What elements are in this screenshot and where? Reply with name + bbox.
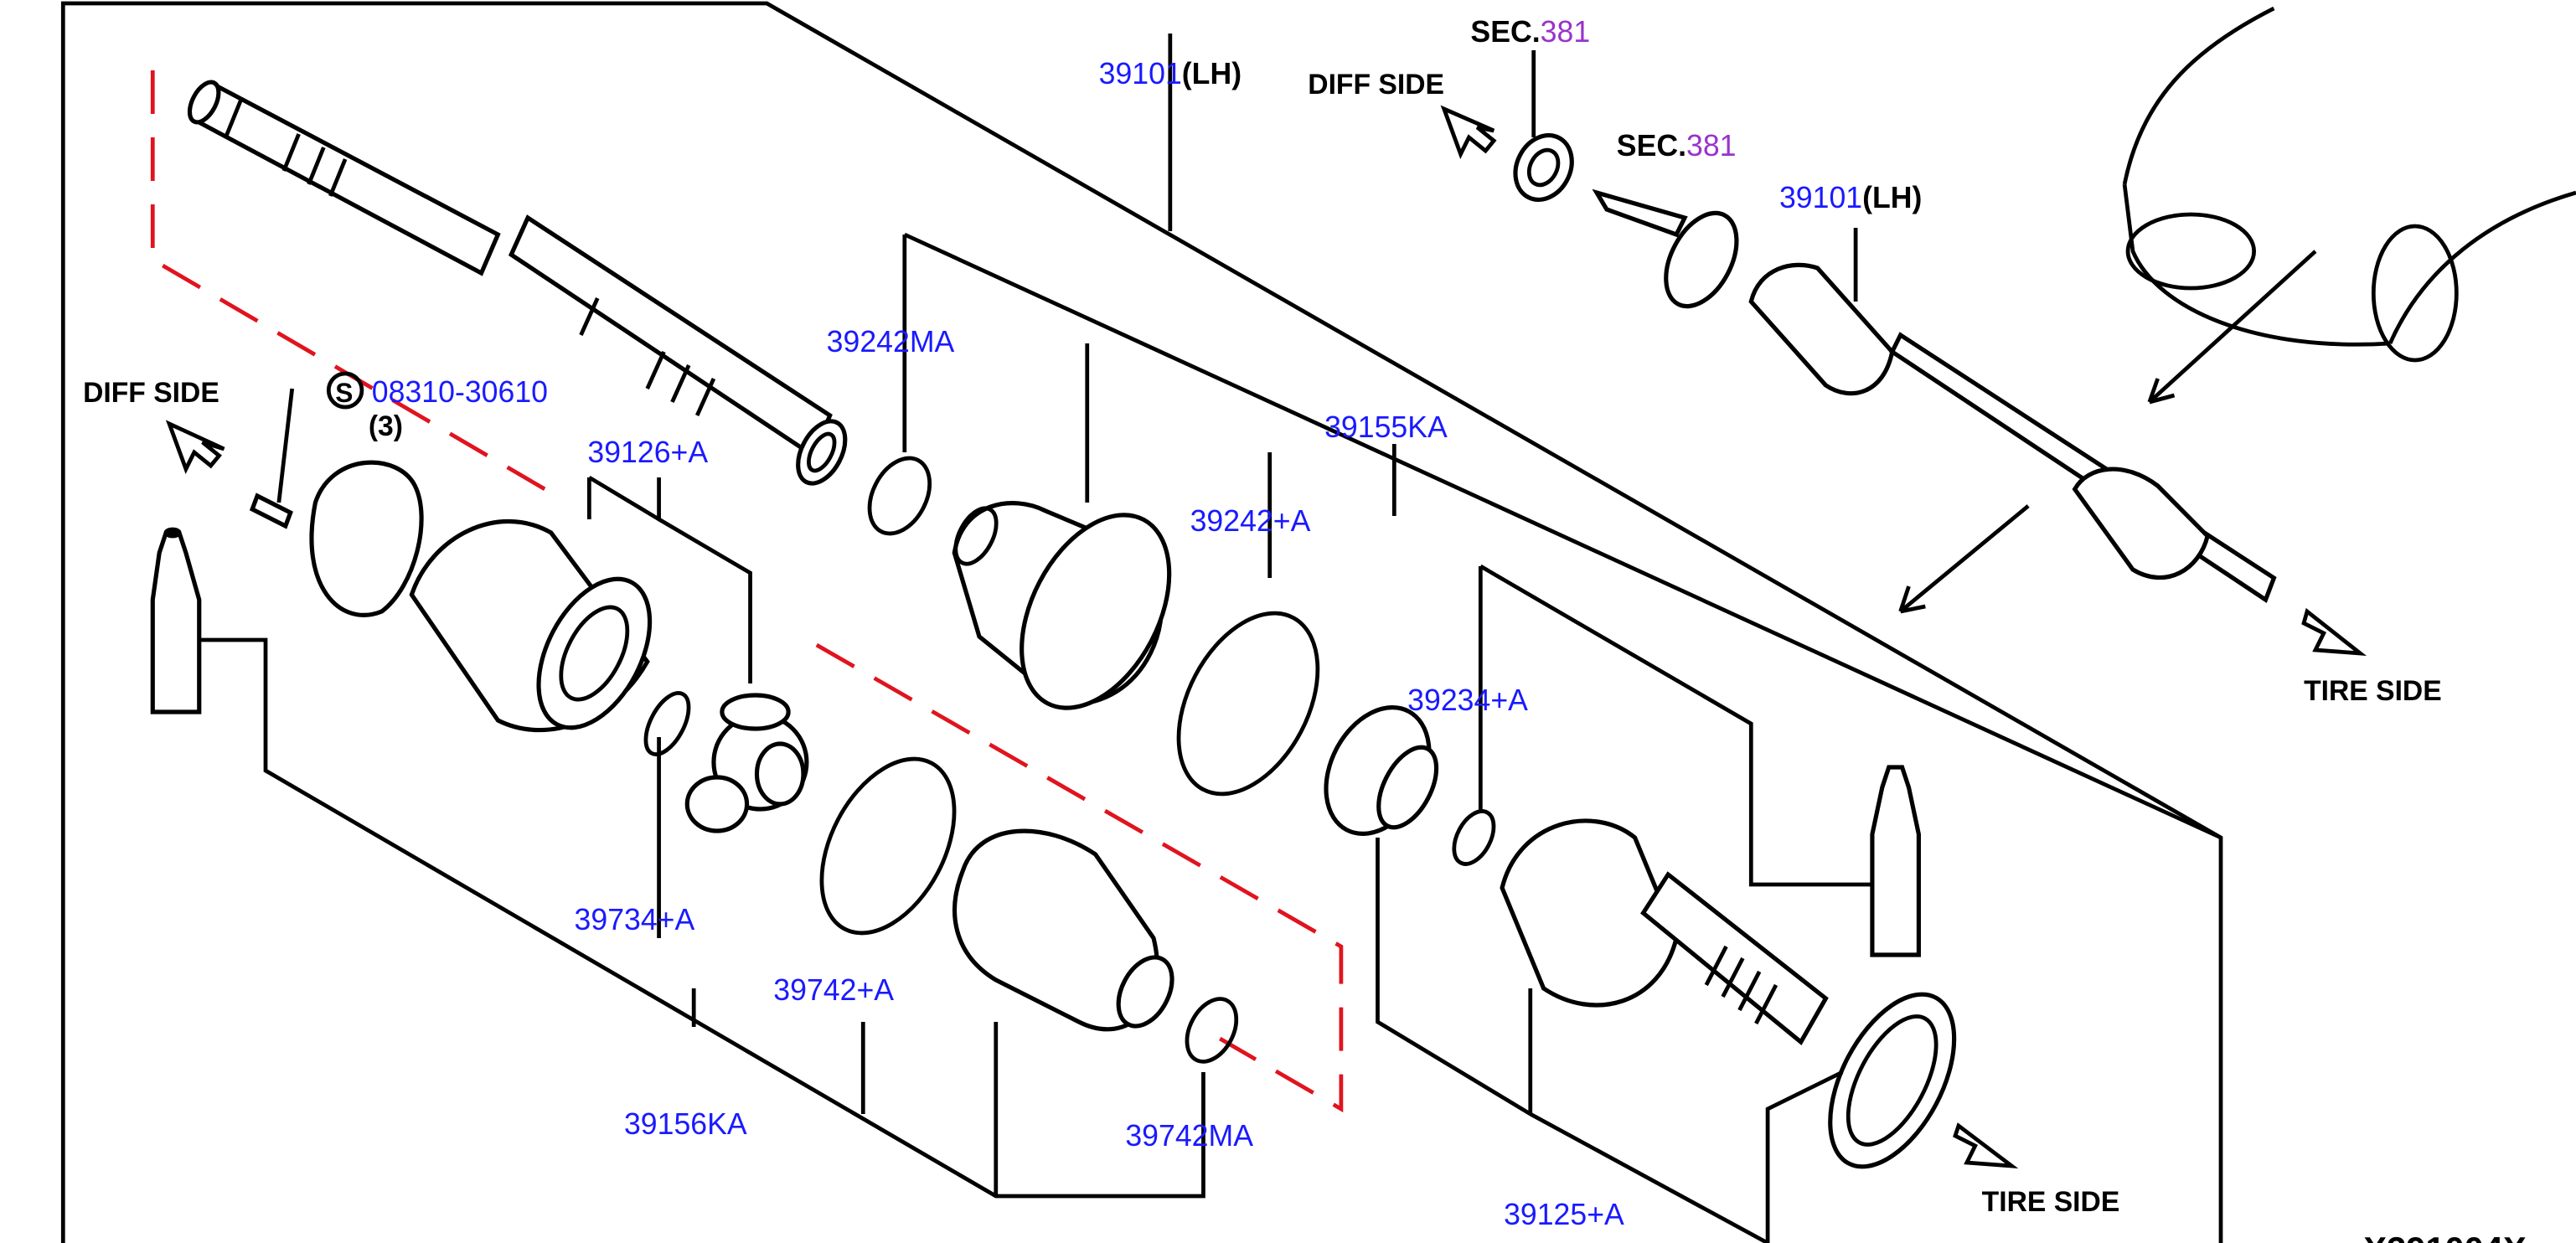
diagram-frame [60,1,2223,1243]
bearing-ring[interactable] [1505,126,1582,210]
standard-part-symbol: S [335,378,353,408]
grease-tube-right[interactable] [1870,765,1921,957]
ball-cage[interactable] [1305,689,1449,852]
grease-tube-left[interactable] [150,527,202,714]
dust-shield-plate[interactable] [309,460,424,617]
flange-stub[interactable] [1592,188,1751,318]
label-diff-side-left: DIFF SIDE [83,377,219,409]
callout-39242ma[interactable]: 39242MA [827,325,955,358]
boot-inner[interactable] [952,828,1183,1035]
callout-39234a[interactable]: 39234+A [1407,683,1528,717]
direction-arrow-top [2147,250,2317,405]
band-clamp-large-a[interactable] [794,736,981,956]
callout-39101-top[interactable]: 39101(LH) [1099,57,1242,90]
label-tire-side-bottom: TIRE SIDE [1982,1186,2120,1218]
diff-side-arrow-top [1440,105,1497,160]
band-clamp-small[interactable] [858,448,942,544]
callout-39155ka[interactable]: 39155KA [1324,410,1448,444]
callout-39734a[interactable]: 39734+A [575,903,695,936]
spider-assembly[interactable] [684,693,809,833]
leader-lines [199,34,2222,1243]
callout-sec381-a[interactable]: SEC.381 [1470,15,1590,49]
diagram-code: X391004X [2363,1230,2526,1243]
callout-sec381-b[interactable]: SEC.381 [1617,129,1737,162]
callout-39156ka[interactable]: 39156KA [624,1107,747,1141]
svg-text:08310-30610: 08310-30610 [372,375,548,409]
drive-shaft-assembly-lh[interactable] [1748,262,2277,603]
vehicle-icon [2122,6,2576,363]
quantity-label: (3) [369,410,403,442]
circlip[interactable] [1446,805,1502,871]
callout-39742a[interactable]: 39742+A [773,973,894,1007]
reference-line-shaft [150,70,550,493]
direction-arrow-mid [1898,504,2030,614]
callout-39242a[interactable]: 39242+A [1190,504,1311,538]
bolt[interactable] [249,493,293,529]
callout-39125a[interactable]: 39125+A [1504,1198,1624,1231]
inner-joint-housing[interactable] [409,518,673,747]
axle-shaft[interactable] [183,77,854,491]
callout-39101-right[interactable]: 39101(LH) [1779,181,1922,214]
tire-side-arrow-right [2301,607,2367,656]
snap-ring[interactable] [637,686,697,761]
band-clamp-small-b[interactable] [1177,990,1247,1070]
callout-39126a[interactable]: 39126+A [587,436,708,469]
callout-08310-30610[interactable]: S 08310-30610 (3) [326,371,548,442]
outer-cv-joint[interactable] [1500,818,1829,1045]
tire-side-arrow-bottom [1953,1122,2019,1168]
label-diff-side-top: DIFF SIDE [1308,69,1444,101]
seal-ring-outer[interactable] [1804,974,1980,1187]
label-tire-side-right: TIRE SIDE [2304,675,2442,707]
callout-39742ma[interactable]: 39742MA [1125,1119,1253,1153]
band-clamp-large-b[interactable] [1150,590,1346,817]
diff-side-arrow-left [165,420,225,475]
boot-outer[interactable] [947,490,1200,733]
reference-line-boot [815,642,1344,1113]
